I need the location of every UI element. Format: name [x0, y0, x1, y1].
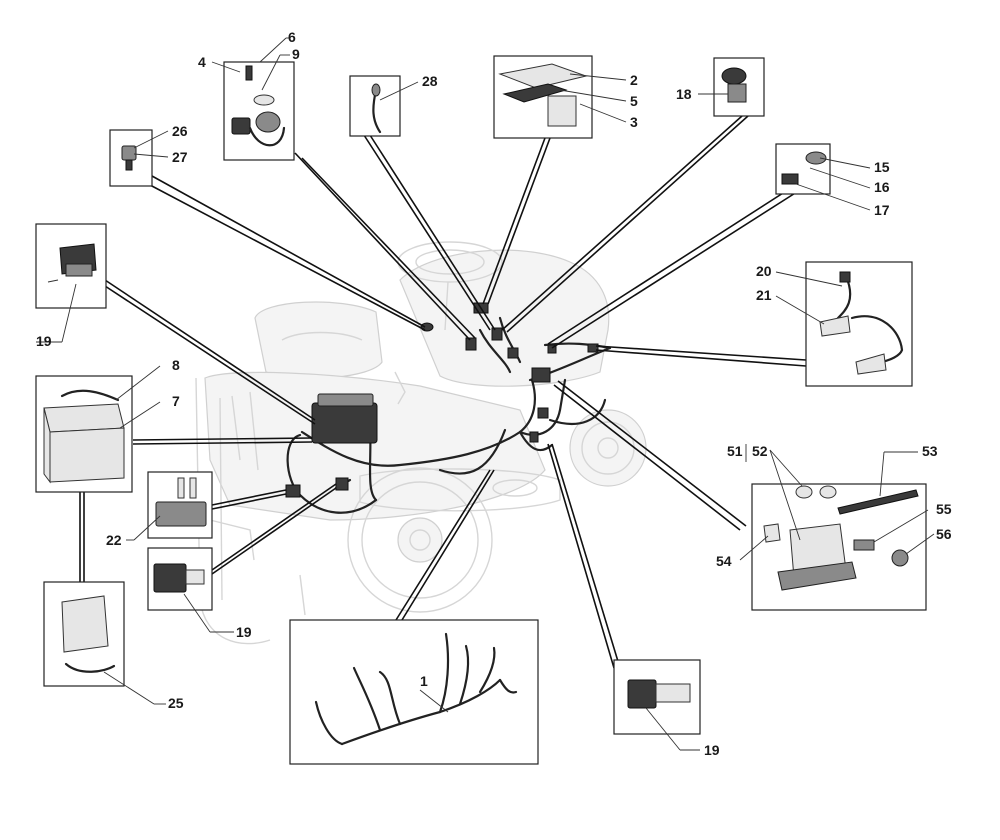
callout-19-brake: 19: [704, 742, 720, 758]
box-control-unit: [493, 55, 627, 139]
tractor-outline: [195, 241, 647, 645]
box-push-switch: [698, 57, 765, 117]
callout-54: 54: [716, 553, 732, 569]
callout-20: 20: [756, 263, 772, 279]
callout-16: 16: [874, 179, 890, 195]
callout-56: 56: [936, 526, 952, 542]
box-fuse: [109, 129, 169, 187]
box-solenoid: [739, 444, 935, 611]
callout-7: 7: [172, 393, 180, 409]
callout-17: 17: [874, 202, 890, 218]
callout-9: 9: [292, 46, 300, 62]
callout-5: 5: [630, 93, 638, 109]
box-pto-switch: [147, 547, 234, 633]
harness-on-tractor: [285, 302, 612, 514]
cable-tie-icon: [837, 489, 919, 515]
fuse-holder-icon: [121, 145, 137, 161]
sleeve-icon: [763, 523, 781, 543]
callout-21: 21: [756, 287, 772, 303]
callout-26: 26: [172, 123, 188, 139]
box-seat-switch: [35, 223, 107, 343]
box-brake-switch: [613, 659, 701, 751]
battery-icon: [43, 403, 125, 433]
callout-27: 27: [172, 149, 188, 165]
pto-switch-icon: [153, 563, 187, 593]
relay-icon: [155, 501, 207, 527]
callout-6: 6: [288, 29, 296, 45]
callout-22: 22: [106, 532, 122, 548]
leader-lines: [79, 115, 807, 669]
box-ignition: [211, 37, 295, 161]
box-battery: [35, 365, 161, 493]
callout-19-pto: 19: [236, 624, 252, 640]
headlamp-bulb-icon: [819, 315, 851, 337]
push-button-icon: [721, 67, 747, 85]
callout-18: 18: [676, 86, 692, 102]
callout-51: 51: [727, 443, 743, 459]
callout-52: 52: [752, 443, 768, 459]
battery-charger-icon: [61, 595, 109, 653]
callout-28: 28: [422, 73, 438, 89]
callout-25: 25: [168, 695, 184, 711]
ignition-switch-icon: [255, 111, 281, 133]
callout-8: 8: [172, 357, 180, 373]
callout-4: 4: [198, 54, 206, 70]
callout-15: 15: [874, 159, 890, 175]
callout-55: 55: [936, 501, 952, 517]
nut-icon: [891, 549, 909, 567]
box-relay: [126, 471, 213, 541]
callout-53: 53: [922, 443, 938, 459]
callout-3: 3: [630, 114, 638, 130]
switch-icon: [627, 679, 657, 709]
callout-labels: 1 2 3 4 5 6 7 8 9 15 16 17 18 19 19 19 2…: [36, 29, 952, 758]
box-charger: [43, 581, 166, 705]
callout-19-seat: 19: [36, 333, 52, 349]
sensor-icon: [371, 83, 381, 97]
connector-cap-icon: [805, 151, 827, 165]
headlamp-bulb-icon: [855, 353, 887, 375]
box-wiring-harness: [289, 619, 539, 765]
ignition-key-icon: [245, 65, 253, 81]
callout-2: 2: [630, 72, 638, 88]
callout-1: 1: [420, 673, 428, 689]
box-connectors: [775, 143, 871, 211]
box-headlights: [775, 261, 913, 387]
bolt-icon: [853, 539, 875, 551]
box-sensor-28: [349, 75, 419, 137]
